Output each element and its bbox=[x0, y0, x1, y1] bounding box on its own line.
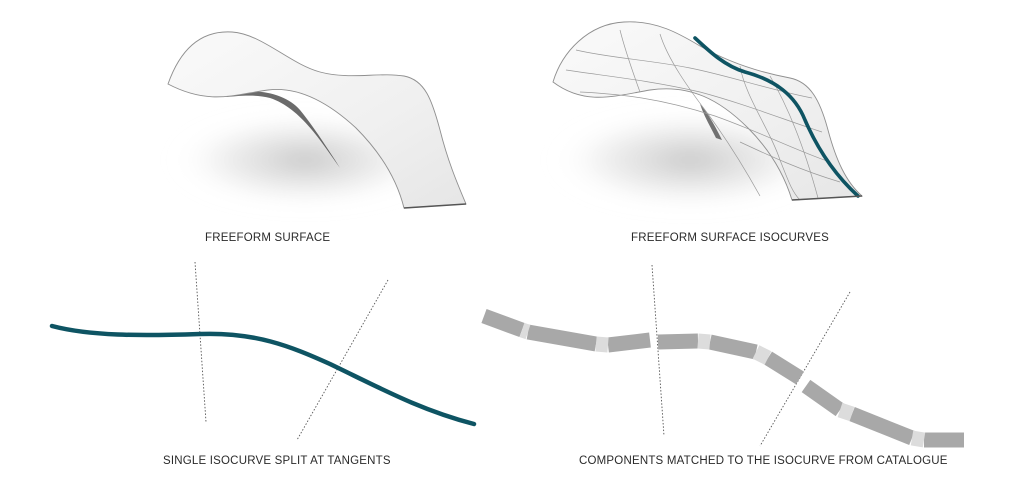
freeform-surface-shape-2 bbox=[552, 21, 864, 201]
surface-front-edge-2 bbox=[791, 195, 863, 201]
component-segment-2 bbox=[526, 324, 598, 352]
tangent-split-line-1 bbox=[194, 261, 207, 423]
freeform-surface-render bbox=[167, 31, 467, 209]
surface-front-edge bbox=[403, 203, 467, 209]
component-joint-3 bbox=[697, 333, 711, 350]
isocurve-surface-render bbox=[550, 21, 864, 210]
isocurve-split-diagram bbox=[49, 261, 477, 441]
component-joint-4 bbox=[752, 345, 772, 365]
component-joint-2 bbox=[595, 336, 609, 353]
component-segment-6 bbox=[764, 351, 804, 385]
components-diagram bbox=[481, 264, 964, 448]
component-segment-3 bbox=[607, 332, 651, 353]
component-segments bbox=[481, 308, 964, 448]
freeform-surface-shape bbox=[167, 31, 467, 209]
caption-single-isocurve-split: SINGLE ISOCURVE SPLIT AT TANGENTS bbox=[163, 455, 391, 467]
component-segment-7 bbox=[801, 379, 845, 417]
tangent-split-line-4 bbox=[759, 291, 851, 447]
component-joint-6 bbox=[910, 430, 926, 448]
component-joint-5 bbox=[837, 402, 855, 422]
component-segment-5 bbox=[708, 334, 758, 360]
tangent-split-line-2 bbox=[296, 279, 389, 441]
single-isocurve bbox=[49, 323, 477, 427]
tangent-split-line-3 bbox=[651, 264, 665, 437]
caption-freeform-surface-isocurves: FREEFORM SURFACE ISOCURVES bbox=[631, 232, 829, 244]
highlighted-isocurve bbox=[693, 36, 860, 198]
caption-freeform-surface: FREEFORM SURFACE bbox=[205, 232, 331, 244]
caption-components-matched: COMPONENTS MATCHED TO THE ISOCURVE FROM … bbox=[579, 455, 948, 467]
component-joint-1 bbox=[519, 322, 531, 340]
component-segment-8 bbox=[849, 407, 915, 445]
component-segment-4 bbox=[657, 333, 699, 350]
isocurve-grid bbox=[565, 29, 841, 201]
component-segment-1 bbox=[481, 308, 525, 338]
